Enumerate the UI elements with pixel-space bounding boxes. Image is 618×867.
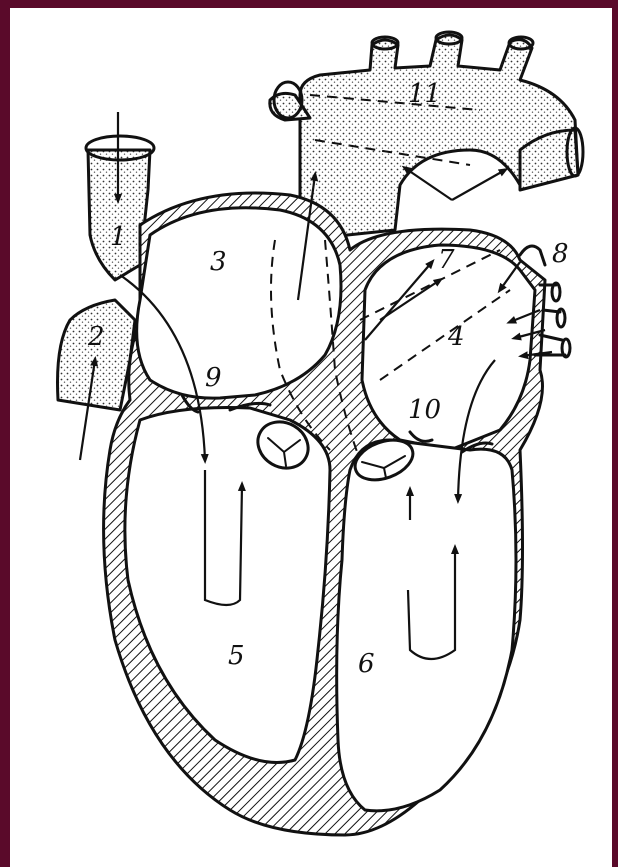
- label-5: 5: [228, 641, 245, 671]
- label-7: 7: [438, 245, 455, 275]
- arrow-pa-branch: [405, 168, 452, 200]
- label-4: 4: [447, 322, 465, 352]
- label-11: 11: [408, 79, 441, 109]
- arrow-pa-branch-right: [452, 170, 505, 200]
- label-8: 8: [552, 239, 569, 269]
- label-1: 1: [110, 222, 127, 252]
- label-3: 3: [210, 247, 227, 277]
- label-2: 2: [87, 322, 105, 352]
- left-ventricle: [337, 440, 516, 811]
- label-6: 6: [358, 649, 375, 679]
- inferior-vena-cava: [58, 300, 136, 410]
- right-atrium: [137, 208, 341, 398]
- label-10: 10: [408, 395, 441, 425]
- label-9: 9: [205, 363, 222, 393]
